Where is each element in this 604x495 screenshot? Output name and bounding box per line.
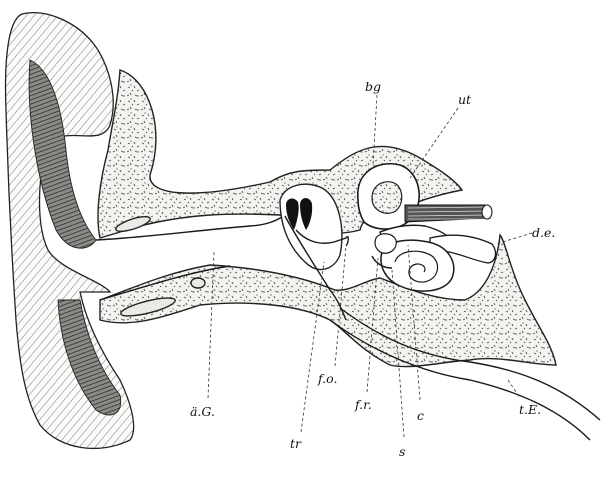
saccule xyxy=(375,234,396,254)
acoustic-nerve xyxy=(405,205,492,222)
label-aG: ä.G. xyxy=(190,404,215,419)
label-tE: t.E. xyxy=(519,402,541,417)
leader-lines xyxy=(208,95,532,437)
leader-tE xyxy=(508,380,520,398)
label-fo: f.o. xyxy=(317,371,337,386)
bone-nodule xyxy=(191,278,205,288)
label-c: c xyxy=(417,408,424,423)
label-s: s xyxy=(399,444,405,459)
label-de: d.e. xyxy=(532,225,555,240)
semicircular-canal-inner xyxy=(372,182,402,214)
label-fr: f.r. xyxy=(354,397,372,412)
label-tr: tr xyxy=(290,436,302,451)
middle-ear-cavity xyxy=(280,184,342,269)
label-bg: bg xyxy=(365,79,381,94)
label-ut: ut xyxy=(458,92,472,107)
